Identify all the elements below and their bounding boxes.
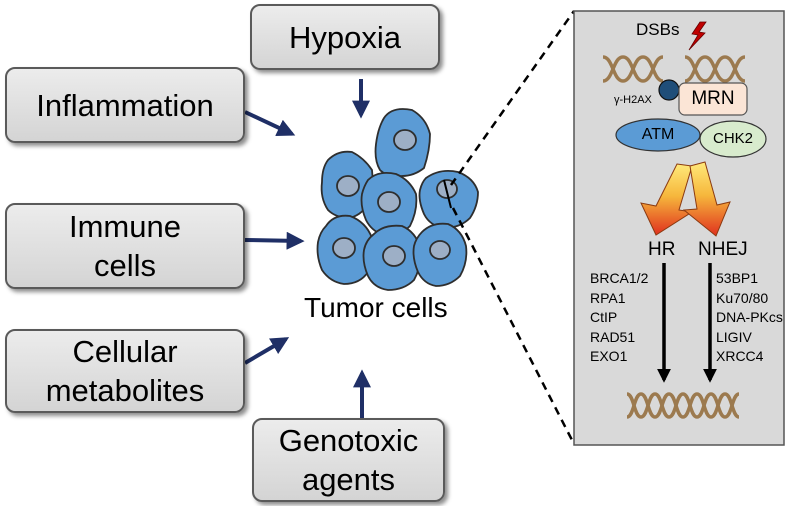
repaired-dna — [626, 392, 740, 419]
arrow-inflammation — [244, 110, 296, 137]
tumor-cell-nucleus — [336, 175, 360, 197]
factor-label-line1: Cellular — [72, 334, 178, 369]
factor-arrows — [243, 79, 371, 418]
h2ax-dot — [658, 79, 680, 101]
chk2-oval — [699, 120, 767, 158]
factor-box-inflammation: Inflammation — [5, 67, 245, 143]
panel-background — [573, 10, 785, 446]
nhej-label: NHEJ — [698, 239, 748, 260]
tumor-cell-cluster — [316, 108, 479, 291]
h2ax-label: γ-H2AX — [614, 94, 652, 106]
factor-label-line1: Genotoxic — [278, 423, 419, 458]
hr-label: HR — [648, 239, 676, 260]
nhej-factor-list: 53BP1 Ku70/80 DNA-PKcs LIGIV XRCC4 — [716, 269, 783, 367]
nhej-factor: DNA-PKcs — [716, 309, 783, 325]
dsbs-label: DSBs — [636, 20, 680, 39]
factor-label-line2: agents — [301, 462, 396, 497]
arrow-immune-cells — [244, 231, 305, 250]
arrow-cellular-metabolites — [243, 337, 290, 365]
factor-box-cellular-metabolites: Cellular metabolites — [5, 329, 245, 413]
hr-factor: RPA1 — [590, 289, 626, 306]
chk2-label: CHK2 — [712, 130, 753, 147]
dna-repair-panel — [573, 10, 785, 446]
tumor-cell-nucleus — [382, 245, 406, 267]
hr-factor-list: BRCA1/2 RPA1 CtIP RAD51 EXO1 — [590, 269, 648, 367]
factor-label: Inflammation — [36, 87, 214, 123]
factor-box-genotoxic-agents: Genotoxic agents — [252, 418, 445, 502]
tumor-cells-label: Tumor cells — [304, 292, 448, 323]
nhej-factor: XRCC4 — [716, 348, 764, 364]
hr-factor: CtIP — [590, 309, 618, 325]
broken-dna-right — [684, 55, 746, 83]
zoom-line-bottom — [451, 207, 576, 445]
factor-label: Hypoxia — [289, 19, 401, 55]
fat-arrow-to-nhej — [682, 161, 731, 237]
hr-factor: RAD51 — [590, 328, 636, 345]
fat-arrow-to-hr — [640, 163, 694, 236]
atm-label: ATM — [641, 126, 675, 143]
hr-factor: BRCA1/2 — [590, 270, 649, 286]
tumor-cell-nucleus — [393, 129, 417, 151]
tumor-cell-nucleus — [332, 237, 356, 259]
factor-box-hypoxia: Hypoxia — [250, 4, 440, 70]
factor-label-line2: cells — [93, 248, 156, 283]
lightning-icon — [688, 21, 707, 51]
hr-factor: EXO1 — [590, 348, 628, 364]
factor-label-line1: Immune — [69, 209, 181, 244]
tumor-cell-nucleus — [429, 240, 451, 260]
zoom-line-top — [449, 10, 576, 186]
broken-dna-left — [602, 55, 664, 83]
tumor-cell-dsb-mark — [443, 179, 452, 209]
mrn-label: MRN — [691, 88, 735, 109]
atm-oval — [615, 118, 701, 152]
factor-label-line2: metabolites — [45, 373, 205, 408]
nhej-factor: LIGIV — [716, 328, 752, 345]
mrn-complex — [678, 82, 748, 116]
tumor-cell-nucleus — [377, 191, 401, 213]
nhej-factor: 53BP1 — [716, 270, 759, 286]
nhej-factor: Ku70/80 — [716, 289, 769, 306]
factor-box-immune-cells: Immune cells — [5, 203, 245, 289]
